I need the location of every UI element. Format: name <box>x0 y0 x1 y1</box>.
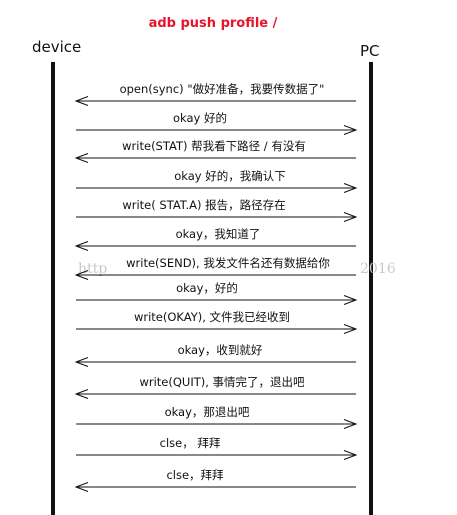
message-7: write(SEND), 我发文件名还有数据给你 <box>74 256 356 280</box>
message-9: write(OKAY), 文件我已经收到 <box>76 310 358 334</box>
message-label: open(sync) "做好准备，我要传数据了" <box>120 82 325 96</box>
arrowhead <box>343 295 358 305</box>
arrowhead <box>74 270 89 280</box>
arrowhead <box>74 241 89 251</box>
device-actor-label: device <box>32 38 81 56</box>
message-3: write(STAT) 帮我看下路径 / 有没有 <box>74 139 356 163</box>
message-13: clse， 拜拜 <box>76 436 358 460</box>
arrowhead <box>74 153 89 163</box>
message-2: okay 好的 <box>76 111 358 135</box>
message-label: okay，好的 <box>176 281 238 295</box>
message-label: okay，那退出吧 <box>165 405 250 419</box>
message-label: write(OKAY), 文件我已经收到 <box>134 310 290 324</box>
arrowhead <box>74 357 89 367</box>
arrowhead <box>343 212 358 222</box>
message-label: clse， 拜拜 <box>160 436 221 450</box>
message-label: okay 好的，我确认下 <box>174 169 286 183</box>
message-label: okay 好的 <box>173 111 227 125</box>
message-label: write(SEND), 我发文件名还有数据给你 <box>126 256 330 270</box>
arrowhead <box>74 96 89 106</box>
message-label: clse，拜拜 <box>166 468 224 482</box>
message-14: clse，拜拜 <box>74 468 356 492</box>
message-label: write( STAT.A) 报告，路径存在 <box>122 198 285 212</box>
arrowhead <box>343 419 358 429</box>
arrowhead <box>343 324 358 334</box>
message-12: okay，那退出吧 <box>76 405 358 429</box>
message-6: okay，我知道了 <box>74 227 356 251</box>
message-label: okay，我知道了 <box>176 227 261 241</box>
message-5: write( STAT.A) 报告，路径存在 <box>76 198 358 222</box>
message-list: open(sync) "做好准备，我要传数据了" okay 好的 write(STA… <box>74 82 358 492</box>
arrowhead <box>74 482 89 492</box>
message-4: okay 好的，我确认下 <box>76 169 358 193</box>
message-11: write(QUIT), 事情完了，退出吧 <box>74 375 356 399</box>
arrowhead <box>343 125 358 135</box>
watermark-right: 2016 <box>360 261 396 277</box>
message-label: write(QUIT), 事情完了，退出吧 <box>139 375 305 389</box>
diagram-title: adb push profile / <box>149 16 278 31</box>
message-label: write(STAT) 帮我看下路径 / 有没有 <box>122 139 306 153</box>
message-1: open(sync) "做好准备，我要传数据了" <box>74 82 356 106</box>
pc-actor-label: PC <box>360 42 380 60</box>
message-label: okay，收到就好 <box>178 343 263 357</box>
watermark-left: http <box>78 261 107 277</box>
message-8: okay，好的 <box>76 281 358 305</box>
arrowhead <box>343 450 358 460</box>
message-10: okay，收到就好 <box>74 343 356 367</box>
arrowhead <box>74 389 89 399</box>
arrowhead <box>343 183 358 193</box>
